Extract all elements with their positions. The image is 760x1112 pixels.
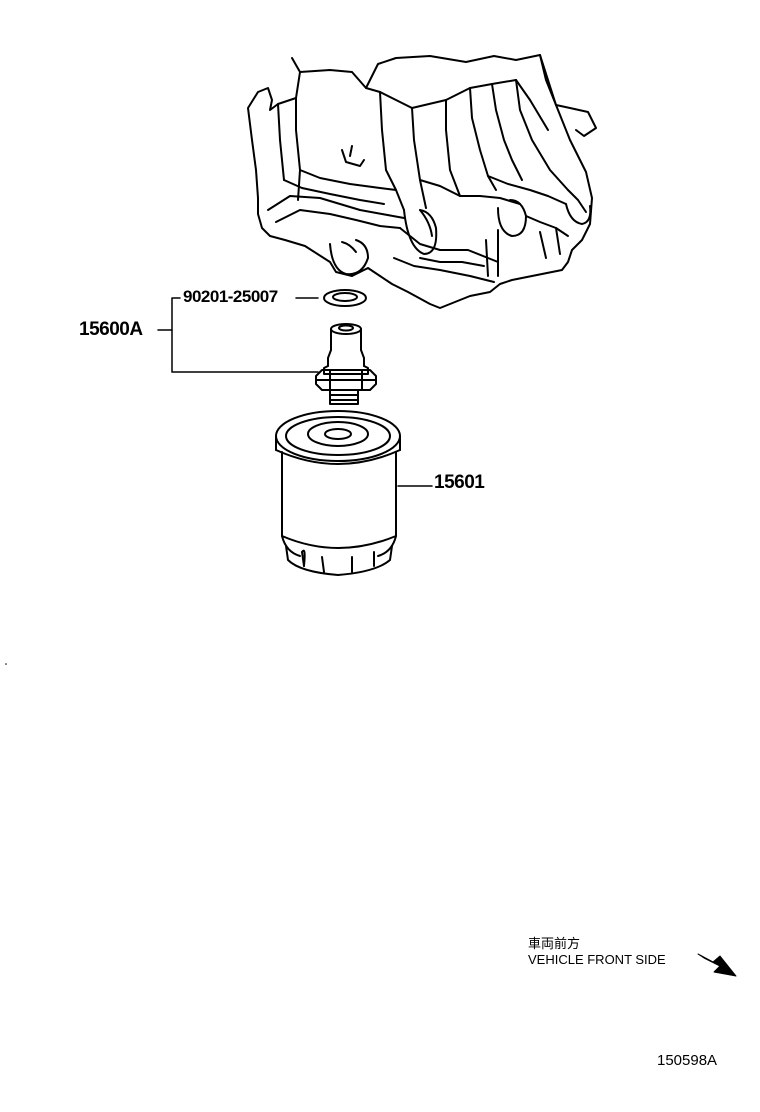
figure-code: 150598A [657, 1052, 718, 1069]
oil-filter-drawing [275, 410, 401, 576]
part-label-filter: 15601 [434, 472, 485, 493]
engine-block-drawing [247, 54, 597, 309]
part-label-assembly: 15600A [79, 319, 143, 340]
stray-dot [5, 663, 7, 665]
front-direction-arrow [697, 953, 737, 977]
direction-note-japanese: 車両前方 [528, 936, 581, 951]
union-bolt-drawing [315, 323, 377, 405]
gasket-drawing [323, 289, 367, 307]
leader-bracket [171, 297, 319, 373]
leader-lines [157, 297, 433, 487]
direction-note-english: VEHICLE FRONT SIDE [528, 952, 666, 967]
part-label-gasket: 90201-25007 [183, 287, 278, 306]
